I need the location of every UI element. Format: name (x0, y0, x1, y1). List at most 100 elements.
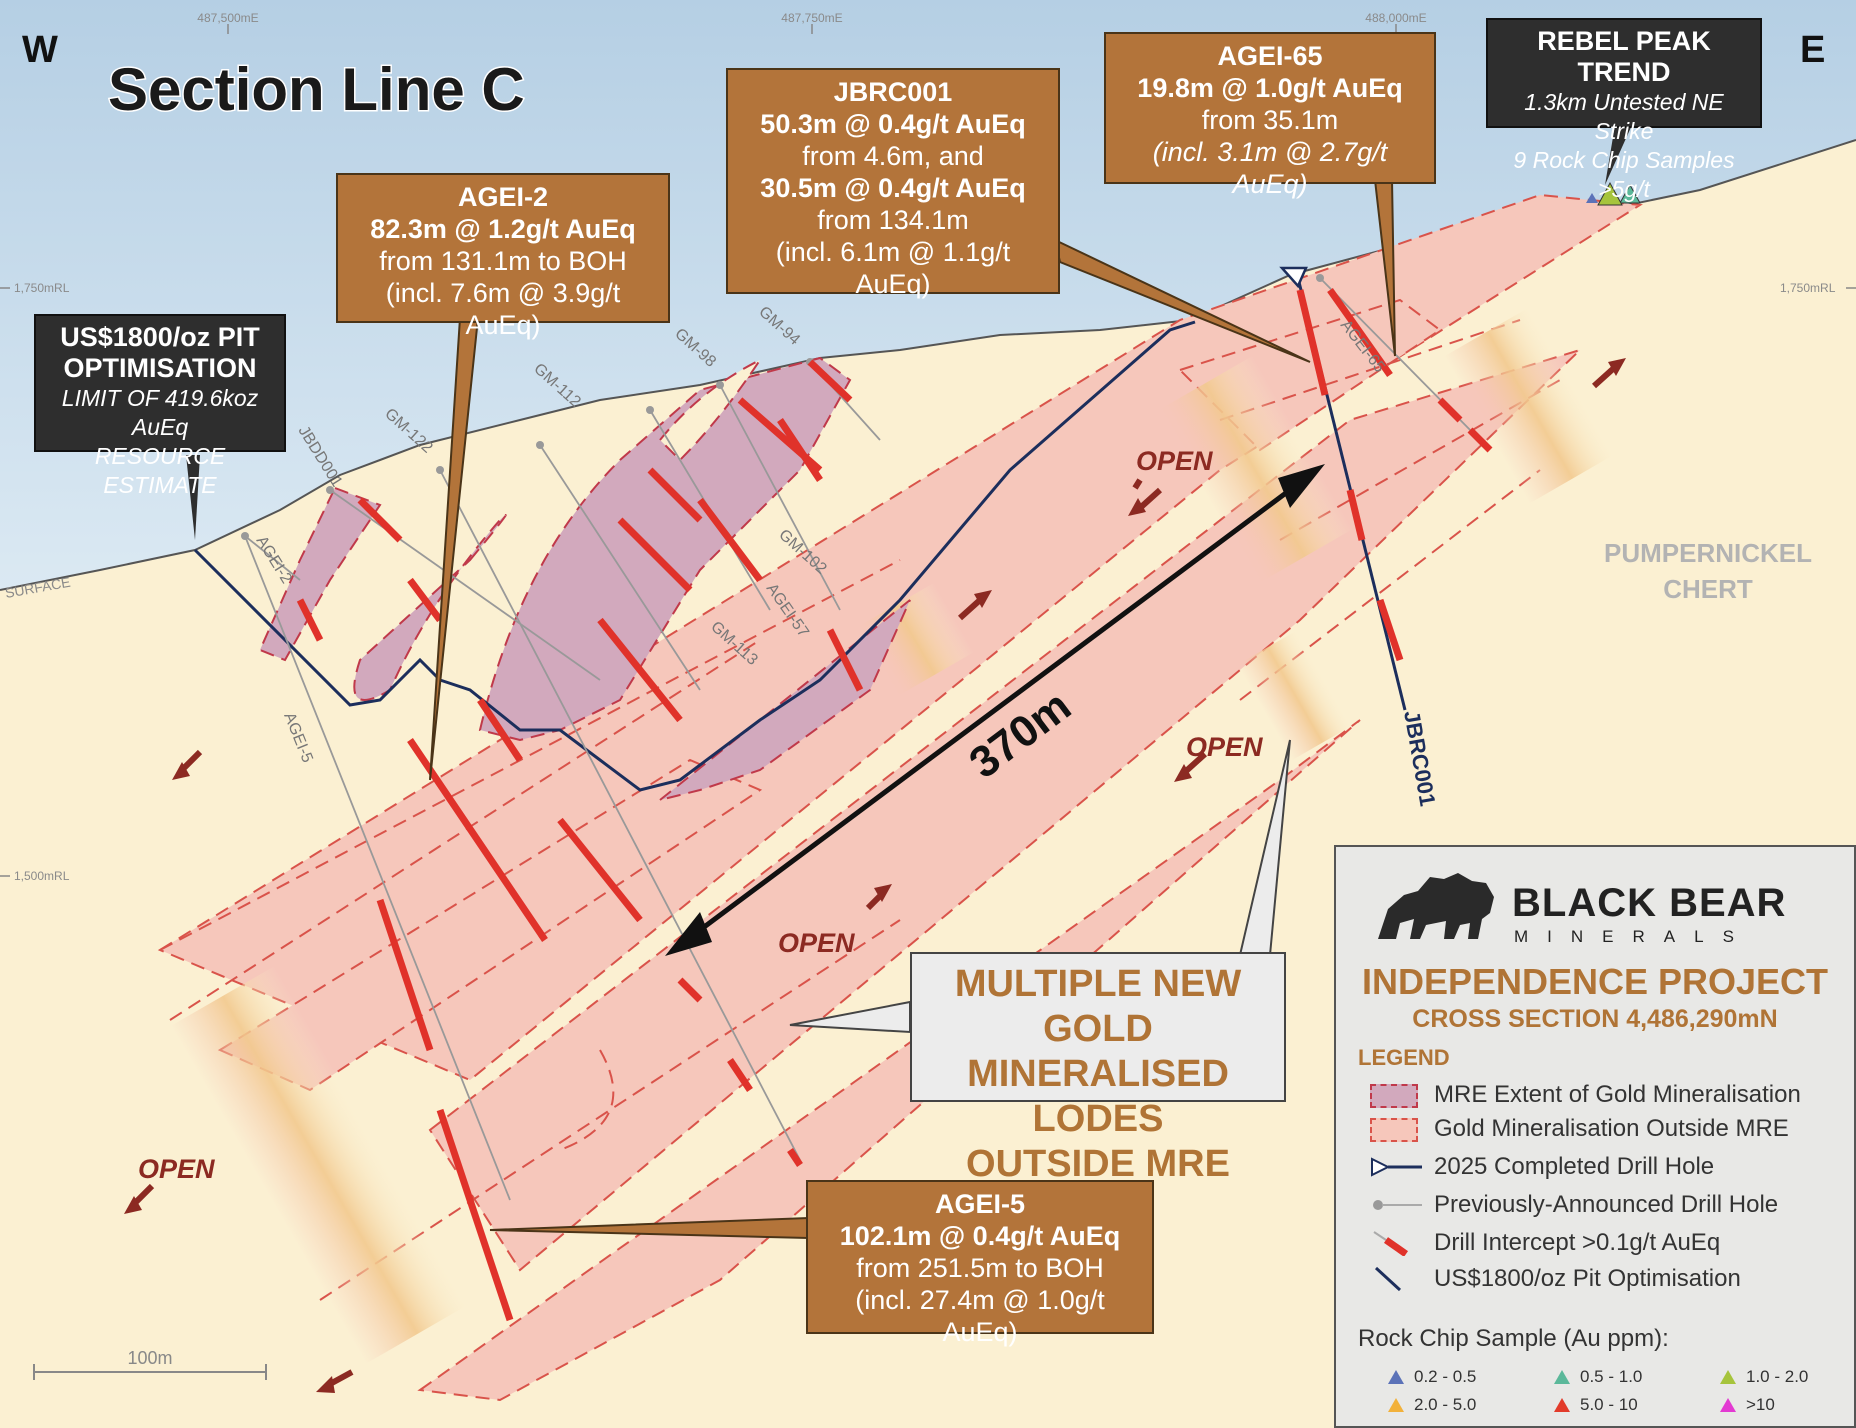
fade-band (1237, 629, 1353, 761)
west-label: W (22, 29, 58, 71)
callout-jbrc001: JBRC001 50.3m @ 0.4g/t AuEq from 4.6m, a… (726, 68, 1060, 299)
callout-jbrc001-from-2: from 134.1m (817, 205, 969, 235)
rl-upper-right: 1,750mRL (1780, 281, 1836, 295)
jbrc001-collar (1279, 266, 1308, 289)
rockchip-label-4: 2.0 - 5.0 (1414, 1395, 1477, 1414)
lodes-box-pointer-2 (1238, 739, 1291, 956)
callout-agei-2-from: from 131.1m to BOH (379, 246, 627, 276)
rebel-box-line-2: 1.3km Untested NE Strike (1524, 89, 1724, 144)
callout-agei-65: AGEI-65 19.8m @ 1.0g/t AuEq from 35.1m (… (1104, 32, 1436, 199)
rockchip-label-3: 1.0 - 2.0 (1746, 1367, 1809, 1386)
distance-arrow (665, 464, 1325, 956)
prev-hole-icon (1370, 1192, 1426, 1218)
new-hole-icon (1370, 1154, 1426, 1180)
rebel-box-line-1: REBEL PEAK TREND (1537, 26, 1711, 87)
rockchip-item-1: 0.2 - 0.5 (1388, 1367, 1476, 1387)
callout-jbrc001-grade-1: 50.3m @ 0.4g/t AuEq (760, 109, 1026, 139)
legend-row-pit: US$1800/oz Pit Optimisation (1370, 1265, 1741, 1293)
rebel-box-pointer (1605, 125, 1632, 185)
rockchip-label-2: 0.5 - 1.0 (1580, 1367, 1643, 1386)
pit-box-pointer (186, 455, 200, 540)
open-label-3: OPEN (778, 928, 855, 958)
rockchip-item-6: >10 (1720, 1395, 1775, 1415)
project-name: INDEPENDENCE PROJECT (1361, 961, 1829, 1002)
hole-label-agei-5: AGEI-5 (280, 710, 315, 765)
new-lodes-box: MULTIPLE NEW GOLD MINERALISED LODES OUTS… (910, 952, 1286, 1185)
callout-agei-65-grade: 19.8m @ 1.0g/t AuEq (1137, 73, 1403, 103)
legend-label-pit: US$1800/oz Pit Optimisation (1434, 1265, 1741, 1292)
triangle-icon (1554, 1370, 1570, 1384)
legend-label-2025-hole: 2025 Completed Drill Hole (1434, 1153, 1715, 1180)
triangle-icon (1720, 1398, 1736, 1412)
chert-label-1: PUMPERNICKEL (1604, 538, 1812, 568)
callout-agei-5-hole: AGEI-5 (934, 1189, 1026, 1219)
rockchip-item-5: 5.0 - 10 (1554, 1395, 1638, 1415)
callout-agei-5-grade: 102.1m @ 0.4g/t AuEq (839, 1221, 1121, 1251)
callout-agei-65-hole: AGEI-65 (1217, 41, 1323, 71)
triangle-icon (1554, 1398, 1570, 1412)
bear-logo-icon (1378, 873, 1494, 939)
callout-agei-2: AGEI-2 82.3m @ 1.2g/t AuEq from 131.1m t… (336, 173, 670, 340)
legend-row-intercept: Drill Intercept >0.1g/t AuEq (1370, 1229, 1720, 1257)
fade-band (170, 966, 470, 1364)
chert-label-2: CHERT (1663, 574, 1753, 604)
legend-label-prev-hole: Previously-Announced Drill Hole (1434, 1191, 1779, 1218)
easting-1: 487,500mE (197, 11, 258, 25)
legend-label-intercept: Drill Intercept >0.1g/t AuEq (1434, 1229, 1721, 1256)
fade-band (856, 582, 974, 698)
pit-optimisation-box: US$1800/oz PIT OPTIMISATION LIMIT OF 419… (34, 314, 286, 498)
callout-agei-5: AGEI-5 102.1m @ 0.4g/t AuEq from 251.5m … (806, 1180, 1154, 1347)
brand-name: BLACK BEAR (1512, 881, 1787, 925)
pit-box-line-3: LIMIT OF 419.6koz AuEq (61, 385, 259, 440)
brand-sub: MINERALS (1514, 927, 1753, 946)
scale-bar (33, 1364, 267, 1380)
legend-row-mre: MRE Extent of Gold Mineralisation (1370, 1081, 1801, 1109)
callout-jbrc001-grade-2: 30.5m @ 0.4g/t AuEq (760, 173, 1026, 203)
rockchip-title: Rock Chip Sample (Au ppm): (1358, 1325, 1669, 1352)
rl-lower-left: 1,500mRL (14, 869, 70, 883)
legend-label-outside: Gold Mineralisation Outside MRE (1434, 1115, 1789, 1142)
legend-row-prev-hole: Previously-Announced Drill Hole (1370, 1191, 1778, 1219)
callout-agei-5-incl: (incl. 27.4m @ 1.0g/t AuEq) (855, 1285, 1105, 1347)
open-label-1: OPEN (1136, 446, 1213, 476)
fade-band (1444, 306, 1616, 504)
rockchip-label-5: 5.0 - 10 (1580, 1395, 1638, 1414)
section-title: Section Line C (108, 56, 525, 123)
fade-band (1157, 355, 1353, 585)
hole-label-jbrc001: JBRC001 (1399, 709, 1440, 808)
triangle-icon (1388, 1398, 1404, 1412)
rock-chip-samples (1586, 181, 1641, 206)
open-label-4: OPEN (138, 1154, 215, 1184)
rockchip-item-3: 1.0 - 2.0 (1720, 1367, 1808, 1387)
east-label: E (1800, 29, 1825, 71)
triangle-icon (1720, 1370, 1736, 1384)
callout-agei-65-incl: (incl. 3.1m @ 2.7g/t AuEq) (1152, 137, 1388, 199)
project-section: CROSS SECTION 4,486,290mN (1412, 1005, 1778, 1033)
hole-label-agei-2: AGEI-2 (253, 533, 295, 587)
legend-row-2025-hole: 2025 Completed Drill Hole (1370, 1153, 1714, 1181)
easting-3: 488,000mE (1365, 11, 1426, 25)
callout-agei-5-from: from 251.5m to BOH (856, 1253, 1104, 1283)
lodes-line-2: MINERALISED LODES (967, 1053, 1229, 1140)
callout-agei-2-grade: 82.3m @ 1.2g/t AuEq (370, 214, 636, 244)
jbrc001-intercepts (1296, 289, 1404, 662)
rebel-peak-box: REBEL PEAK TREND 1.3km Untested NE Strik… (1486, 18, 1762, 202)
drill-intercepts (296, 287, 1493, 1322)
pit-box-line-2: OPTIMISATION (63, 353, 257, 383)
lodes-line-1: MULTIPLE NEW GOLD (954, 963, 1242, 1050)
callout-jbrc001-from-1: from 4.6m, and (802, 141, 984, 171)
callout-agei-2-incl: (incl. 7.6m @ 3.9g/t AuEq) (385, 278, 621, 340)
legend-label-mre: MRE Extent of Gold Mineralisation (1434, 1081, 1801, 1108)
pit-box-line-4: RESOURCE ESTIMATE (94, 443, 226, 498)
pit-box-line-1: US$1800/oz PIT (60, 322, 260, 352)
triangle-icon (1388, 1370, 1404, 1384)
rockchip-label-1: 0.2 - 0.5 (1414, 1367, 1477, 1386)
callout-jbrc001-incl: (incl. 6.1m @ 1.1g/t AuEq) (775, 237, 1011, 299)
open-arrows (124, 358, 1626, 1393)
easting-2: 487,750mE (781, 11, 842, 25)
rebel-box-line-3: 9 Rock Chip Samples >5g/t (1513, 147, 1735, 202)
rockchip-item-2: 0.5 - 1.0 (1554, 1367, 1642, 1387)
rockchip-item-4: 2.0 - 5.0 (1388, 1395, 1476, 1415)
legend-panel: BLACK BEAR MINERALS INDEPENDENCE PROJECT… (1334, 845, 1856, 1428)
